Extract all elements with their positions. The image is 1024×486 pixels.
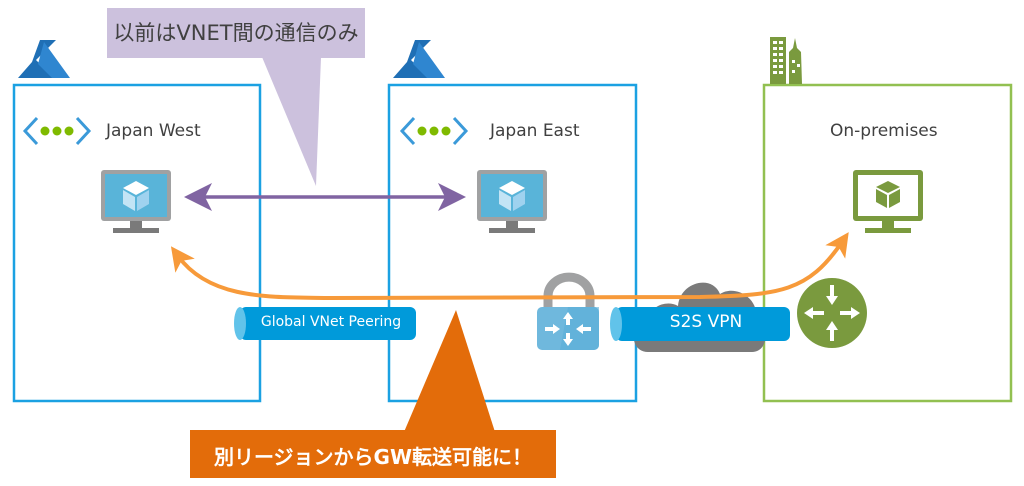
region-label-japan-west: Japan West [106,121,201,141]
highlight-callout-shape [190,310,556,478]
vnet-icon [399,116,469,146]
virtual-machine-icon [101,170,171,233]
virtual-machine-icon [477,170,547,233]
global-vnet-peering-label: Global VNet Peering [260,314,402,330]
azure-logo-icon [18,40,70,78]
router-icon [797,278,867,348]
region-label-japan-east: Japan East [490,121,580,141]
title-callout-shape [107,8,365,186]
server-icon [853,170,923,233]
vnet-icon [22,116,92,146]
buildings-icon [770,37,802,84]
gateway-transit-arrow [170,232,849,301]
title-callout-text: 以前はVNET間の通信のみ [113,21,359,45]
global-vnet-peering-pipe [234,307,416,340]
highlight-callout-text: 別リージョンからGW転送可能に！ [213,445,533,469]
azure-logo-icon [393,40,445,78]
vpn-gateway-icon [537,272,599,350]
region-label-on-premises: On-premises [830,121,938,141]
s2s-vpn-pipe [610,307,790,341]
s2s-vpn-label: S2S VPN [669,312,743,332]
